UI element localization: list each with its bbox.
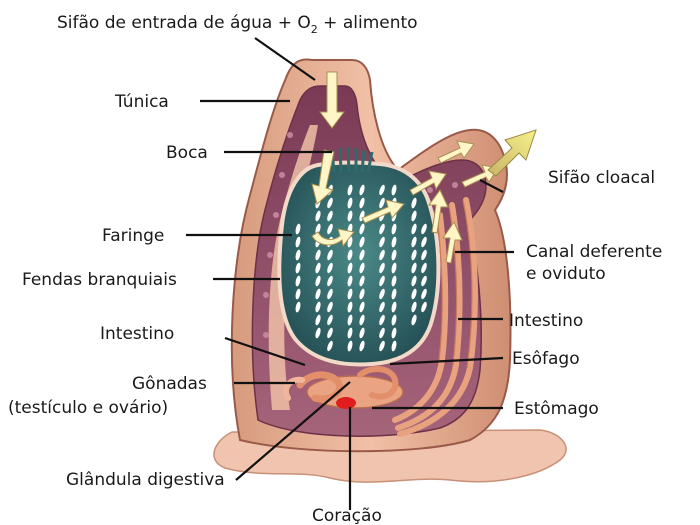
label-faringe: Faringe <box>102 226 164 246</box>
label-intestino-left: Intestino <box>100 324 174 344</box>
label-canal-deferente: Canal deferente <box>526 242 662 262</box>
label-gonadas: Gônadas <box>132 374 207 394</box>
label-estomago: Estômago <box>514 399 599 419</box>
label-tunica: Túnica <box>114 92 169 112</box>
label-oviduto: e oviduto <box>526 264 606 284</box>
heart <box>336 397 356 409</box>
label-intestino-right: Intestino <box>509 311 583 331</box>
label-gonadas-detail: (testículo e ovário) <box>8 398 168 418</box>
title-label: Sifão de entrada de água + O2 + alimento <box>57 13 418 36</box>
label-glandula-digestiva: Glândula digestiva <box>66 470 225 490</box>
label-coracao: Coração <box>312 506 382 525</box>
label-sifao-cloacal: Sifão cloacal <box>548 168 655 188</box>
label-esofago: Esôfago <box>512 349 580 369</box>
label-fendas-branquiais: Fendas branquiais <box>22 270 177 290</box>
label-boca: Boca <box>166 143 208 163</box>
